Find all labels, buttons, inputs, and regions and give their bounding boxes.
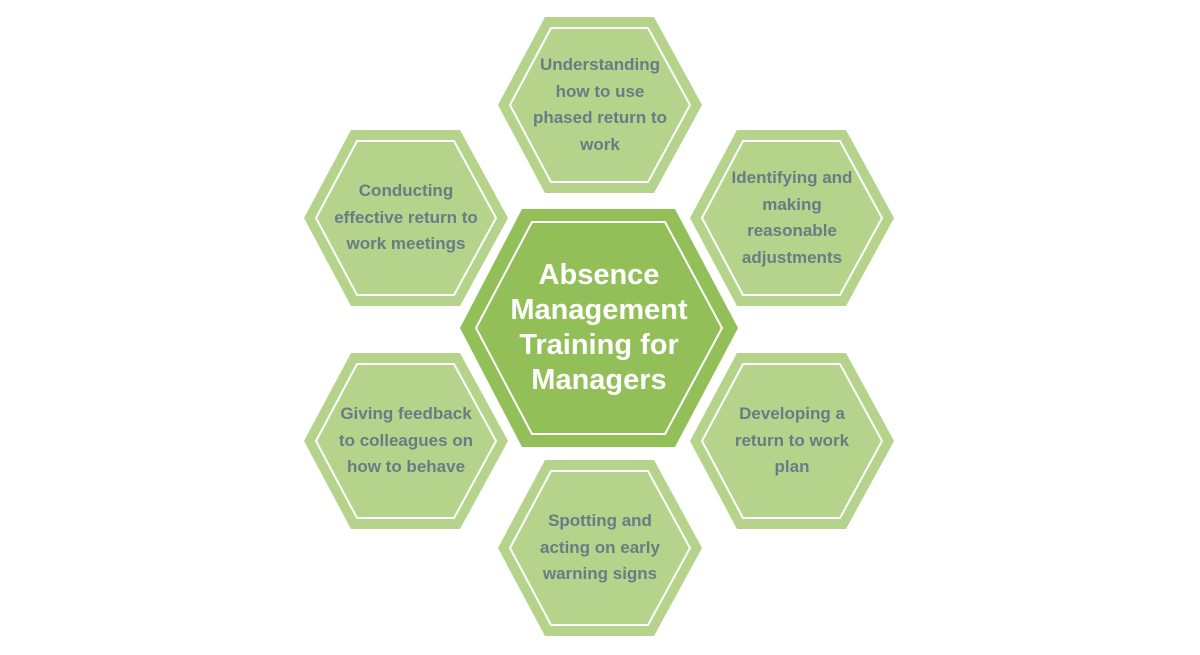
hexagon-center-inner-border — [474, 221, 724, 435]
hexagon-center-shape — [460, 209, 738, 447]
hexagon-lower-right — [690, 353, 894, 529]
node-lower-left-label: Giving feedback to colleagues on how to … — [332, 373, 480, 509]
hexagon-upper-right-inner-border — [700, 140, 884, 296]
center-title-text: Absence Management Training for Managers — [510, 259, 688, 396]
hexagon-upper-left-shape — [304, 130, 508, 306]
hexagon-bottom-inner-border — [508, 470, 692, 626]
node-bottom-label: Spotting and acting on early warning sig… — [526, 480, 674, 616]
node-top-label: Understanding how to use phased return t… — [526, 37, 674, 173]
node-upper-right-text: Identifying and making reasonable adjust… — [731, 168, 853, 267]
hexagon-lower-right-inner-border — [700, 363, 884, 519]
hexagon-top — [498, 17, 702, 193]
hexagon-upper-right-shape — [690, 130, 894, 306]
hexagon-lower-left-inner-border — [314, 363, 498, 519]
hexagon-upper-left-inner-border — [314, 140, 498, 296]
hexagon-upper-right — [690, 130, 894, 306]
node-upper-left-text: Conducting effective return to work meet… — [334, 181, 478, 254]
node-lower-right-label: Developing a return to work plan — [718, 373, 866, 509]
hexagon-bottom — [498, 460, 702, 636]
node-bottom-text: Spotting and acting on early warning sig… — [540, 511, 660, 584]
hexagon-lower-right-shape — [690, 353, 894, 529]
hexagon-upper-left — [304, 130, 508, 306]
hexagon-lower-left — [304, 353, 508, 529]
node-top-text: Understanding how to use phased return t… — [532, 55, 668, 154]
hexagon-lower-left-shape — [304, 353, 508, 529]
hexagon-center — [460, 209, 738, 447]
hexagon-top-shape — [498, 17, 702, 193]
node-upper-right-label: Identifying and making reasonable adjust… — [718, 150, 866, 286]
center-title-label: Absence Management Training for Managers — [494, 240, 704, 416]
node-upper-left-label: Conducting effective return to work meet… — [332, 150, 480, 286]
node-lower-right-text: Developing a return to work plan — [734, 404, 850, 477]
hexagon-top-inner-border — [508, 27, 692, 183]
hexagon-bottom-shape — [498, 460, 702, 636]
node-lower-left-text: Giving feedback to colleagues on how to … — [338, 404, 474, 477]
